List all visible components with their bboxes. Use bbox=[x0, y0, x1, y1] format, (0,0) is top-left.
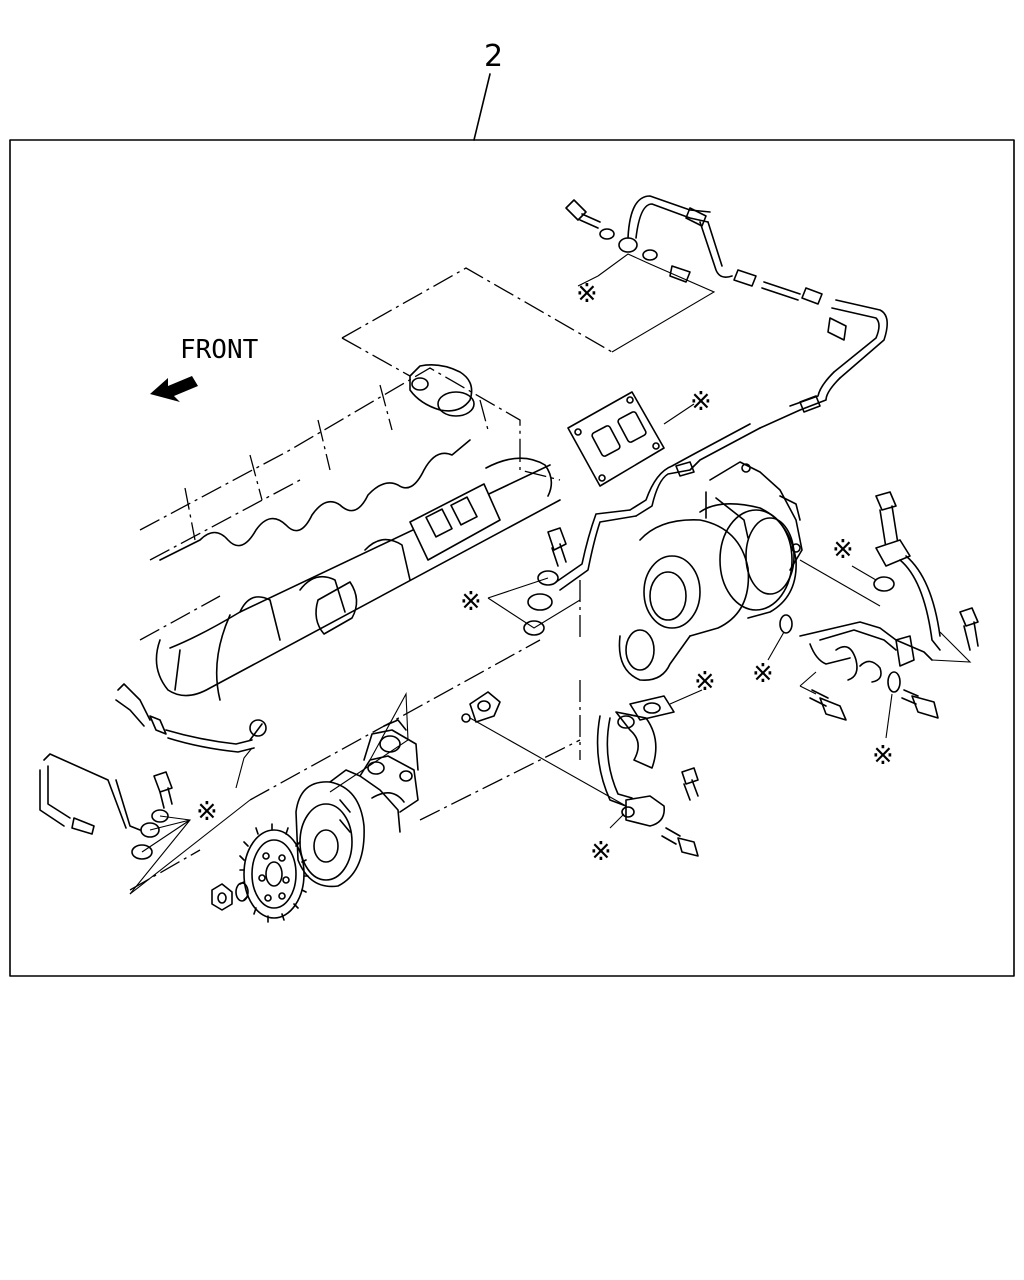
pipe-leader bbox=[469, 717, 627, 807]
assembly-frame bbox=[9, 139, 1015, 977]
bolt-leader bbox=[799, 671, 817, 695]
gear-nut-washer bbox=[211, 882, 249, 911]
head-cover-hole bbox=[437, 391, 475, 417]
small-gasket bbox=[461, 691, 501, 723]
exhaust-manifold bbox=[155, 457, 561, 701]
gasket-leader bbox=[669, 689, 703, 705]
turbocharger bbox=[618, 461, 803, 681]
asterisk-mark: ※ bbox=[576, 279, 598, 309]
front-arrow-icon bbox=[150, 376, 198, 402]
washer-leader bbox=[885, 693, 893, 739]
washer-leader bbox=[799, 559, 881, 607]
banjo-bolt-set bbox=[523, 527, 567, 636]
oil-return-pipe bbox=[596, 695, 699, 857]
callout-leader bbox=[473, 73, 491, 141]
head-cover-boss bbox=[409, 364, 473, 412]
asterisk-mark: ※ bbox=[196, 797, 218, 827]
air-compressor bbox=[295, 719, 419, 888]
engine-block-outline bbox=[129, 267, 613, 891]
gasket-leader bbox=[663, 403, 695, 425]
asterisk-mark: ※ bbox=[694, 667, 716, 697]
washer-leader bbox=[129, 815, 192, 895]
oil-feed-pipe-top bbox=[527, 195, 888, 611]
washer-leader bbox=[767, 631, 785, 661]
asterisk-mark: ※ bbox=[872, 741, 894, 771]
manifold-flange bbox=[409, 483, 501, 561]
gear-leader bbox=[129, 799, 251, 895]
asterisk-mark: ※ bbox=[460, 587, 482, 617]
compressor-leader bbox=[329, 692, 409, 793]
callout-number: 2 bbox=[484, 39, 503, 74]
washer-leader bbox=[597, 253, 716, 353]
turbo-flange-gasket bbox=[567, 391, 665, 487]
asterisk-mark: ※ bbox=[832, 535, 854, 565]
left-oil-pipe-upper bbox=[115, 683, 267, 753]
asterisk-mark: ※ bbox=[690, 387, 712, 417]
cylinder-head-edge bbox=[159, 439, 471, 561]
right-bolt-set bbox=[779, 491, 979, 721]
left-oil-pipe-lower bbox=[39, 753, 173, 860]
washer-leader bbox=[487, 577, 581, 629]
washer-leader bbox=[609, 813, 625, 829]
washer-leader bbox=[851, 565, 877, 581]
pipe-leader bbox=[235, 747, 253, 789]
asterisk-mark: ※ bbox=[752, 659, 774, 689]
washer-leader bbox=[577, 275, 599, 287]
front-label: FRONT bbox=[180, 335, 259, 365]
bolt-leader bbox=[931, 631, 972, 663]
head-cover-hole bbox=[411, 377, 429, 391]
asterisk-mark: ※ bbox=[590, 837, 612, 867]
